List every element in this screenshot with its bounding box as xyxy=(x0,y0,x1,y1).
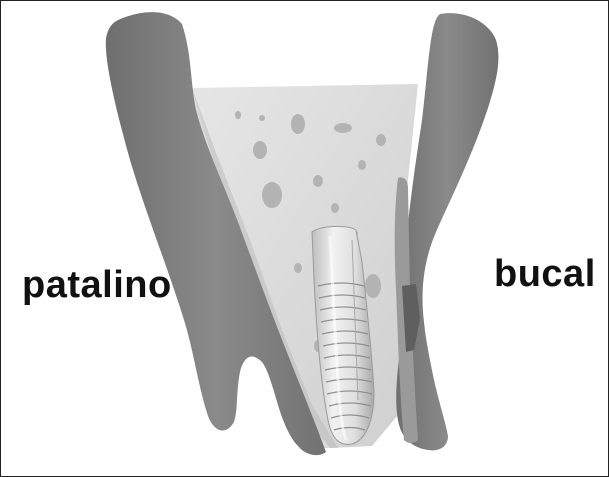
buccal-label: bucal xyxy=(494,255,596,293)
palatal-label: patalino xyxy=(22,266,172,304)
